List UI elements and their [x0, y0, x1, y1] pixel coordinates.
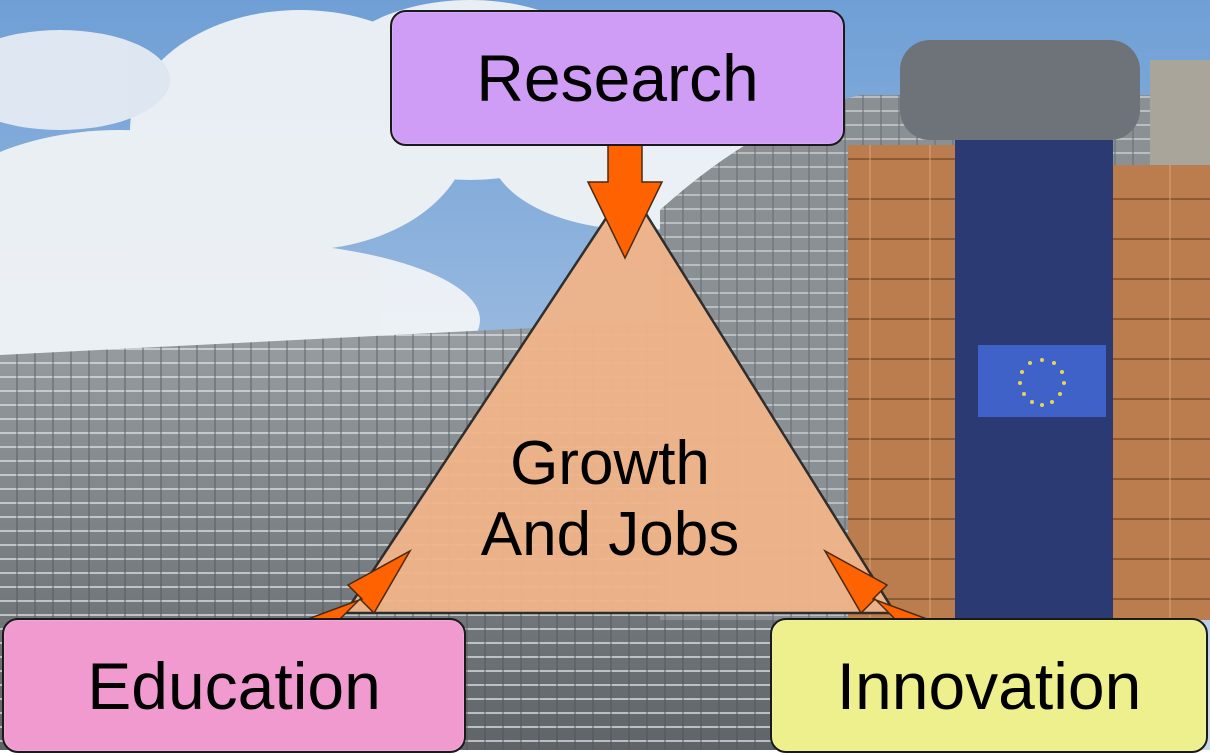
research-label: Research: [476, 41, 759, 115]
building-top: [900, 40, 1140, 140]
education-label: Education: [87, 648, 381, 723]
facade-right-bricks: [1108, 165, 1210, 620]
education-box: Education: [2, 618, 466, 753]
flag-stars: [1018, 358, 1066, 407]
central-triangle: [342, 182, 898, 615]
facade-left-bricks: [848, 145, 960, 620]
research-box: Research: [390, 10, 845, 146]
center-label-line1: Growth: [510, 429, 710, 498]
center-label: Growth And Jobs: [420, 428, 800, 571]
center-label-line2: And Jobs: [480, 500, 740, 570]
innovation-label: Innovation: [836, 648, 1142, 723]
innovation-box: Innovation: [770, 618, 1208, 753]
